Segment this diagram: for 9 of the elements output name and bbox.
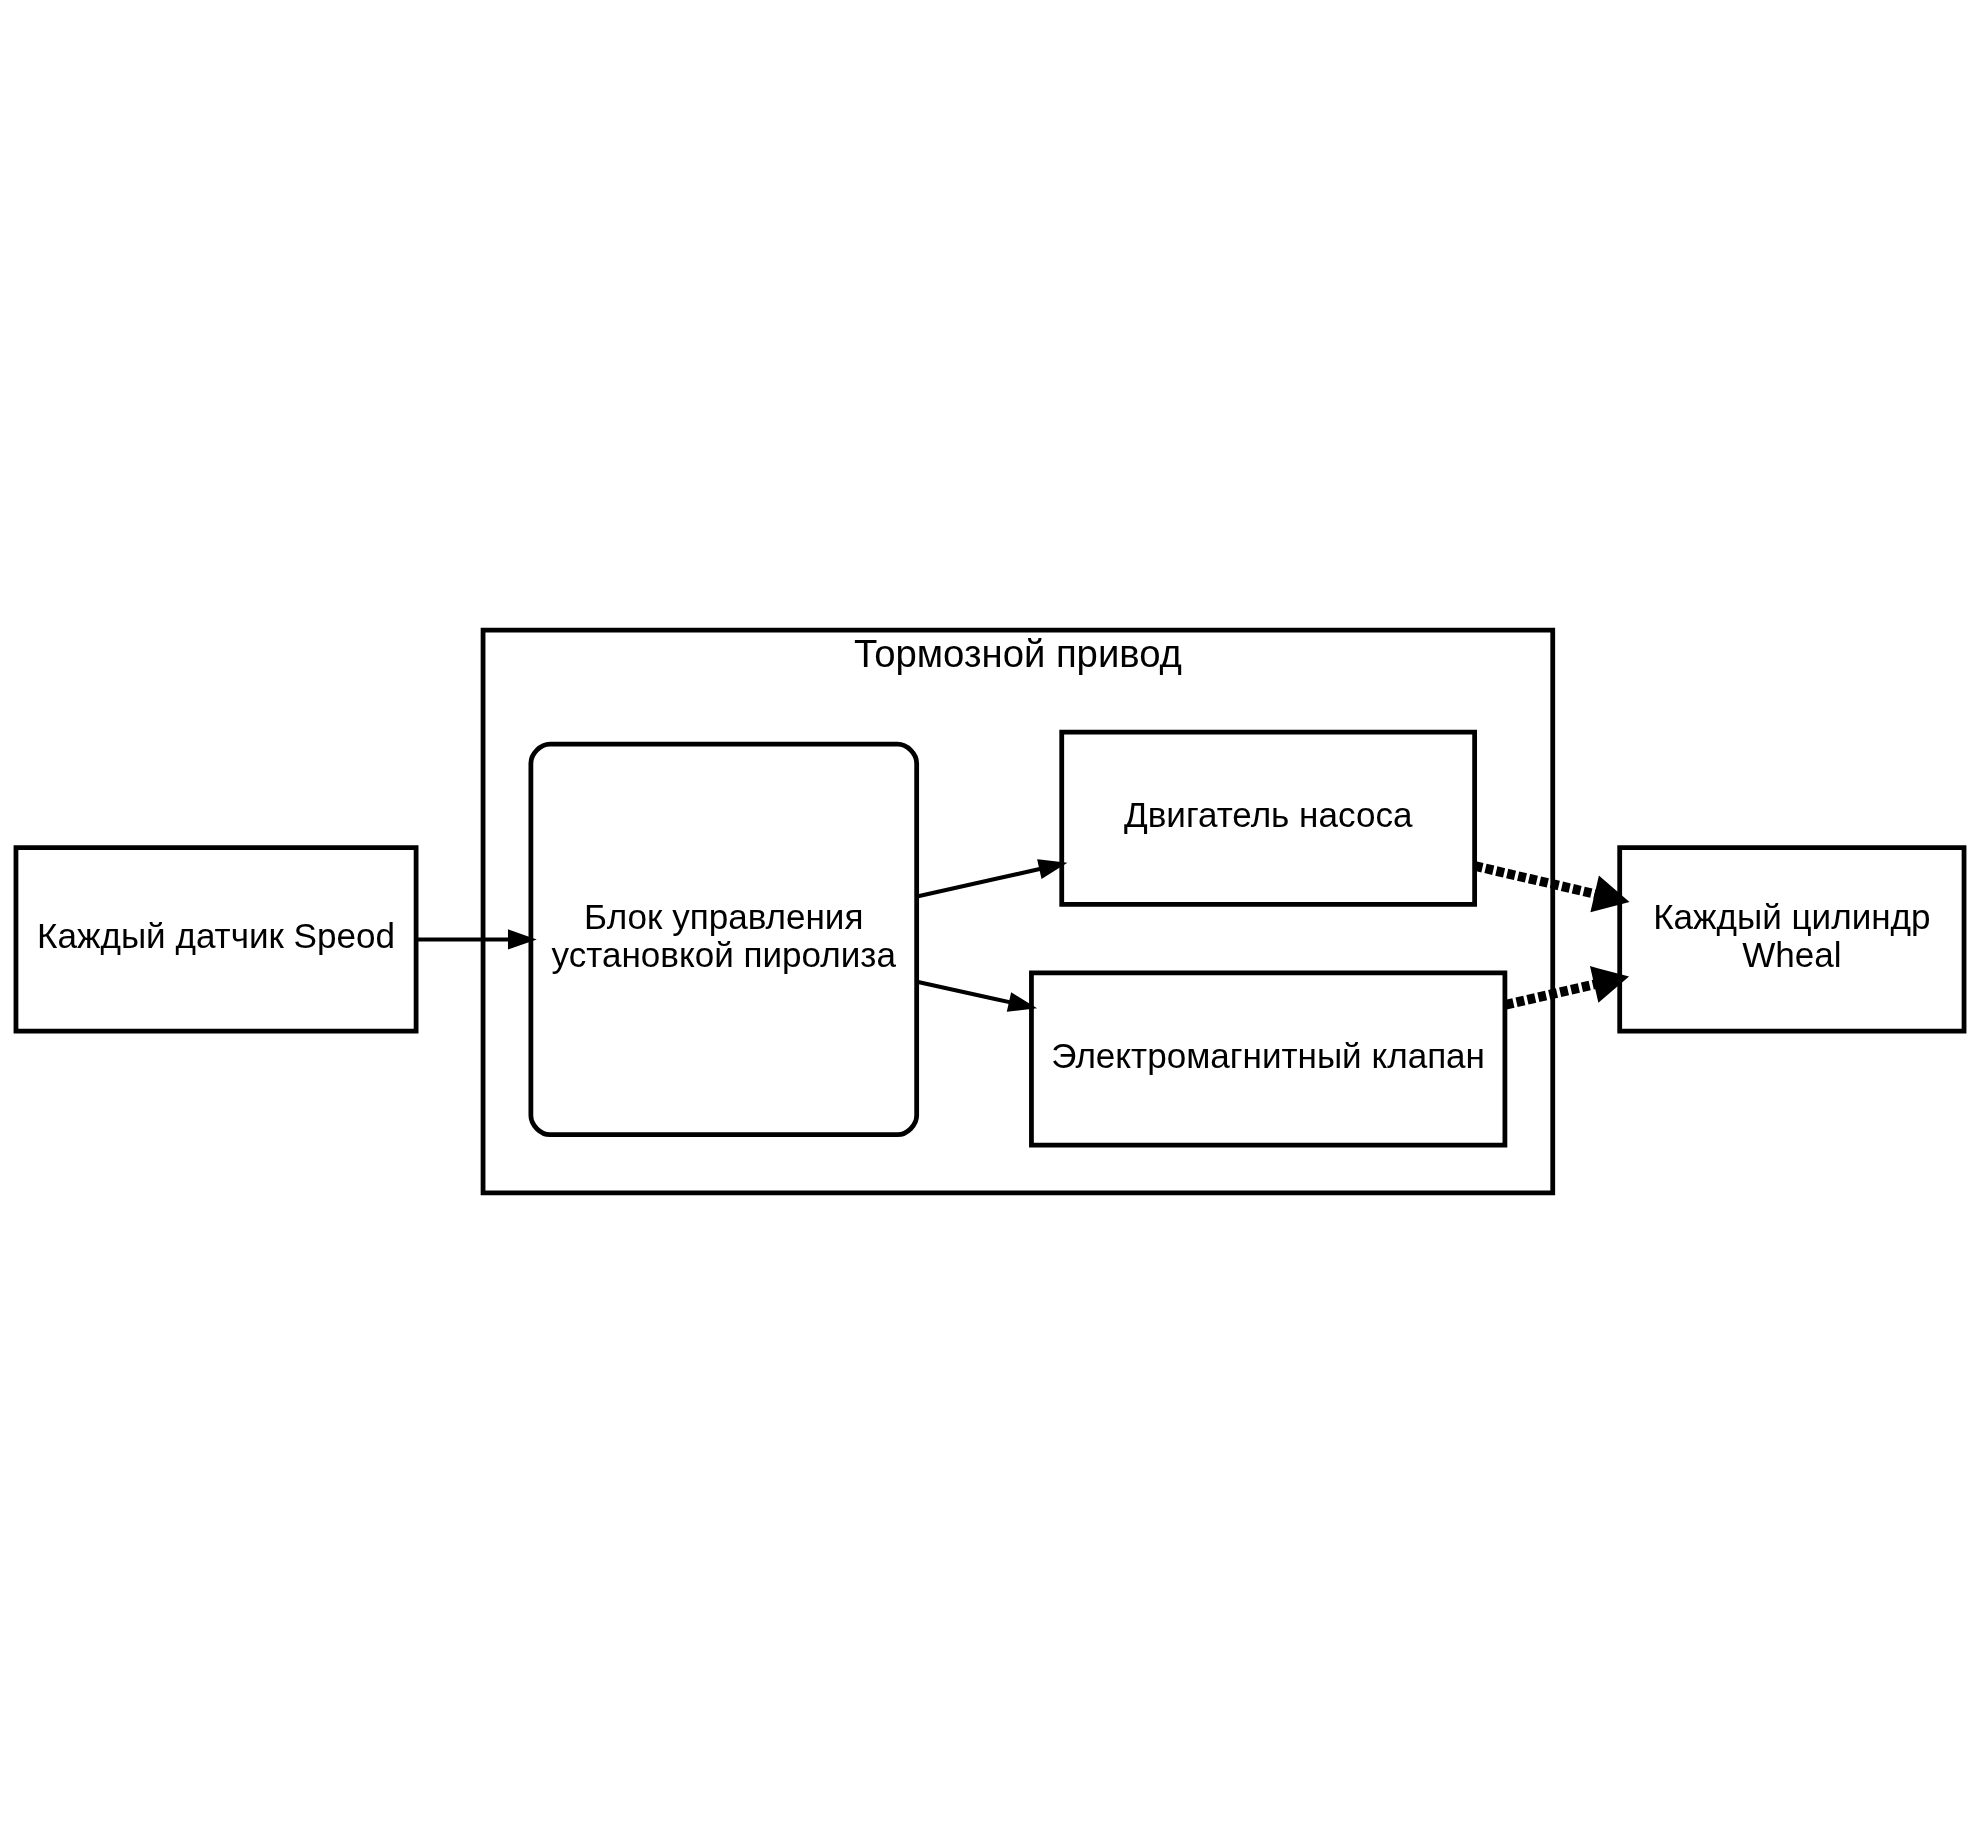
- arrow: [416, 929, 537, 950]
- node-box: Электромагнитный клапан: [1029, 970, 1508, 1148]
- node-box: Блок управления установкой пиролиза: [528, 741, 920, 1138]
- node-box: Каждый датчик Speod: [13, 845, 419, 1034]
- node-box: Двигатель насоса: [1059, 729, 1478, 907]
- node-box: Каждый цилиндр Wheal: [1617, 845, 1967, 1034]
- arrow: [916, 979, 1038, 1012]
- arrow: [1504, 966, 1630, 1010]
- arrow: [916, 859, 1068, 899]
